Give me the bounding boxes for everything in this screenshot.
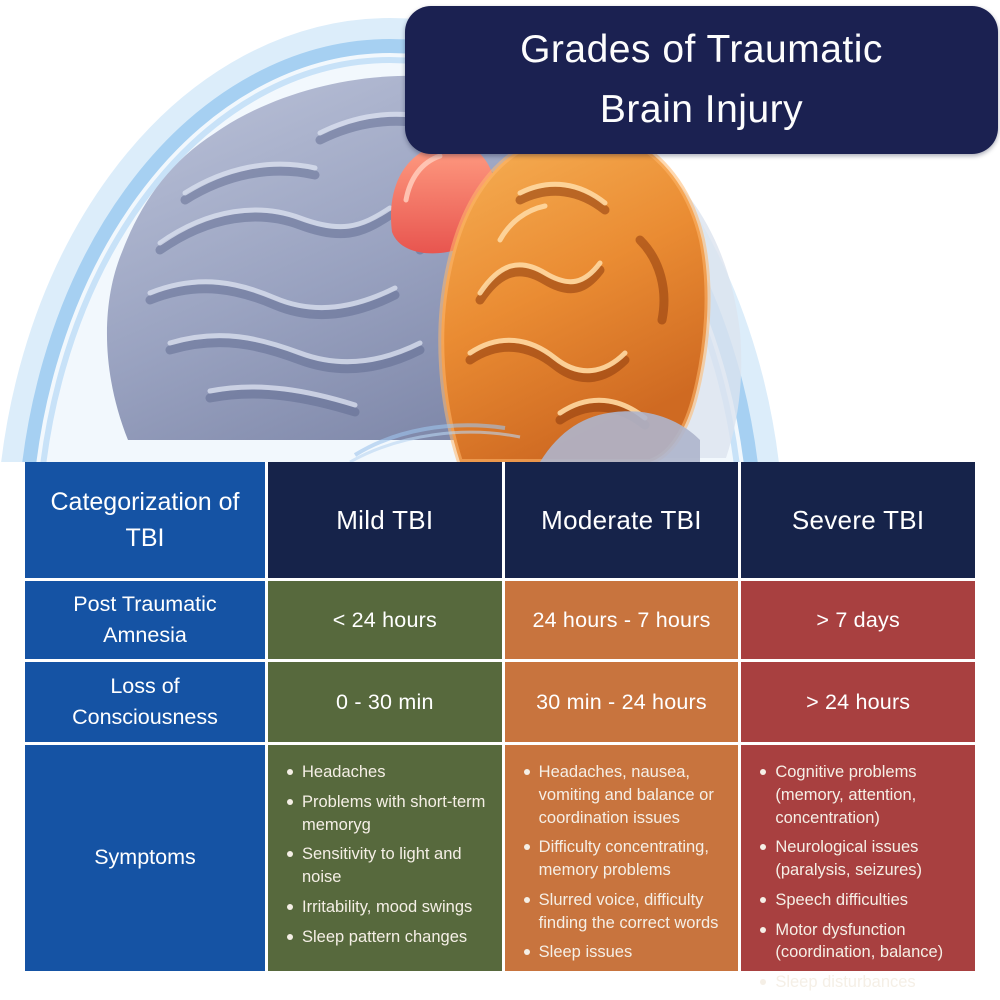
- symptoms-moderate-list: Headaches, nausea, vomiting and balance …: [517, 761, 729, 971]
- neck-line-1: [353, 423, 506, 457]
- row-label-loss-of-consciousness: Loss of Consciousness: [25, 662, 265, 742]
- title-banner: Grades of Traumatic Brain Injury: [405, 6, 998, 154]
- symptom-item: Sleep issues: [523, 941, 729, 964]
- symptom-item: Headaches, nausea, vomiting and balance …: [523, 761, 729, 829]
- page-title-line1: Grades of Traumatic: [520, 28, 883, 71]
- amnesia-mild-value: < 24 hours: [268, 581, 502, 659]
- symptom-item: Motor dysfunction (coordination, balance…: [760, 919, 965, 965]
- consciousness-mild-value: 0 - 30 min: [268, 662, 502, 742]
- symptom-item: Slurred voice, difficulty finding the co…: [523, 889, 729, 935]
- page-title-line2: Brain Injury: [599, 88, 804, 131]
- header-mild-tbi-cell: Mild TBI: [268, 462, 502, 578]
- symptom-item: Sleep pattern changes: [287, 926, 492, 949]
- symptom-item: Difficulty concentrating, memory problem…: [523, 836, 729, 882]
- pink-highlight: [403, 153, 443, 203]
- tbi-grades-table: Categorization of TBI Mild TBI Moderate …: [25, 462, 975, 991]
- consciousness-severe-value: > 24 hours: [741, 662, 975, 742]
- amnesia-moderate-value: 24 hours - 7 hours: [504, 581, 739, 659]
- symptoms-severe-list: Cognitive problems (memory, attention, c…: [753, 761, 965, 1000]
- neck-shape: [540, 411, 700, 462]
- symptoms-severe-cell: Cognitive problems (memory, attention, c…: [741, 745, 975, 991]
- header-categorization-cell: Categorization of TBI: [25, 462, 265, 578]
- symptom-item: Headaches: [287, 761, 492, 784]
- symptom-item: Speech difficulties: [760, 889, 965, 912]
- symptom-item: Irritability, mood swings: [287, 896, 492, 919]
- symptoms-moderate-cell: Headaches, nausea, vomiting and balance …: [504, 745, 739, 971]
- symptom-item: Sleep disturbances: [760, 971, 965, 994]
- gray-gyri-highlights: [147, 111, 448, 408]
- symptom-item: Cognitive problems (memory, attention, c…: [760, 761, 965, 829]
- consciousness-moderate-value: 30 min - 24 hours: [504, 662, 739, 742]
- header-severe-tbi-cell: Severe TBI: [741, 462, 975, 578]
- row-label-post-traumatic-amnesia: Post Traumatic Amnesia: [25, 581, 265, 659]
- orange-gyri-highlights: [467, 181, 648, 421]
- row-label-symptoms: Symptoms: [25, 745, 265, 971]
- symptom-item: Neurological issues (paralysis, seizures…: [760, 836, 965, 882]
- amnesia-severe-value: > 7 days: [741, 581, 975, 659]
- symptom-item: Sensitivity to light and noise: [287, 843, 492, 889]
- header-moderate-tbi-cell: Moderate TBI: [504, 462, 739, 578]
- symptom-item: Problems with short-term memoryg: [287, 791, 492, 837]
- neck-line-2: [349, 430, 521, 464]
